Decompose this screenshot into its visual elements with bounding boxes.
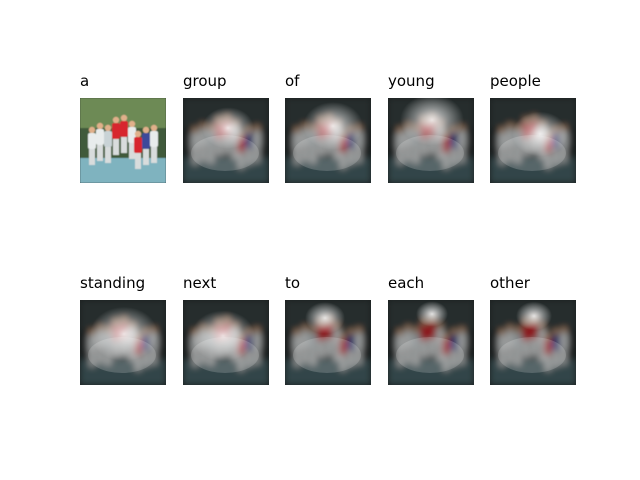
attention-map (80, 300, 166, 385)
word-caption: a (80, 72, 90, 90)
attention-map (183, 300, 269, 385)
original-photo (80, 98, 166, 183)
attention-map (285, 300, 371, 385)
word-caption: other (490, 274, 530, 292)
word-caption: people (490, 72, 541, 90)
word-caption: each (388, 274, 425, 292)
attention-map (285, 98, 371, 183)
word-caption: next (183, 274, 217, 292)
attention-map (388, 98, 474, 183)
attention-map (388, 300, 474, 385)
attention-map (490, 300, 576, 385)
word-caption: young (388, 72, 435, 90)
attention-map (490, 98, 576, 183)
word-caption: of (285, 72, 300, 90)
word-caption: to (285, 274, 301, 292)
word-caption: standing (80, 274, 146, 292)
word-caption: group (183, 72, 227, 90)
attention-map (183, 98, 269, 183)
